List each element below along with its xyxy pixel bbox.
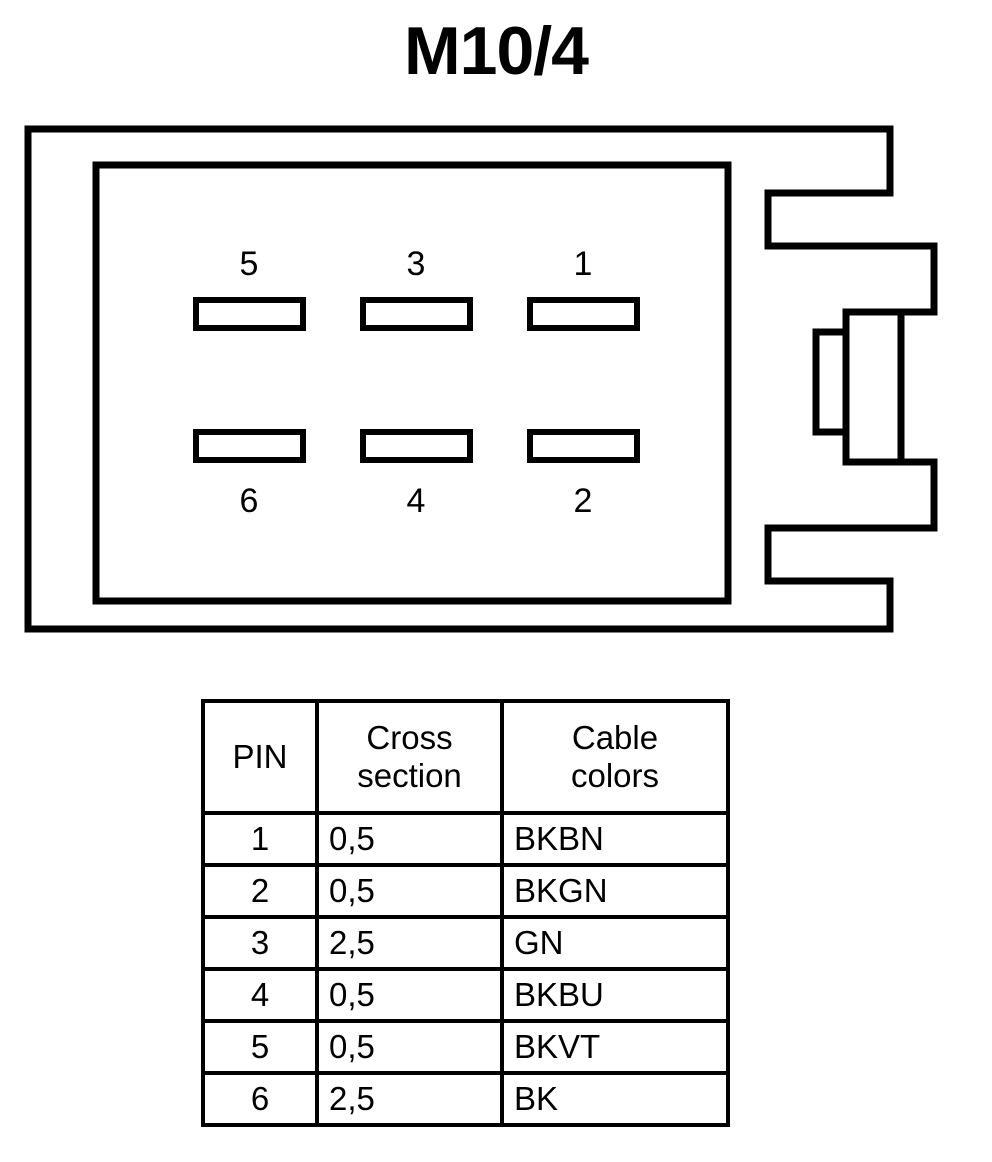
- pin-number-label-3: 3: [406, 245, 426, 283]
- cell-pin: 2: [201, 863, 319, 919]
- cell-cross-section: 0,5: [315, 967, 504, 1023]
- cell-pin: 5: [201, 1019, 319, 1075]
- pin-slot-6[interactable]: [193, 429, 306, 463]
- pin-assignment-table: PIN Cross section Cable colors 1 0,5: [201, 699, 730, 1127]
- column-header-cross-section: Cross section: [315, 699, 504, 815]
- cell-cable-colors: BKBU: [500, 967, 730, 1023]
- connector-latch-outer-step: [842, 308, 901, 466]
- cell-cable-colors: BK: [500, 1071, 730, 1127]
- pin-slot-5[interactable]: [193, 297, 306, 331]
- column-header-pin-text: PIN: [232, 738, 288, 775]
- column-header-cross-section-line1: Cross: [366, 719, 453, 756]
- cell-cross-section: 0,5: [315, 863, 504, 919]
- pin-slot-3[interactable]: [360, 297, 473, 331]
- cell-cable-colors: BKBN: [500, 811, 730, 867]
- pin-number-label-1: 1: [573, 245, 593, 283]
- cell-cross-section: 0,5: [315, 1019, 504, 1075]
- cell-cross-section: 0,5: [315, 811, 504, 867]
- cell-cross-section: 2,5: [315, 915, 504, 971]
- cell-pin: 4: [201, 967, 319, 1023]
- pin-assignment-table-wrapper: PIN Cross section Cable colors 1 0,5: [201, 699, 730, 1127]
- table-row: 2 0,5 BKGN: [201, 863, 730, 919]
- table-row: 3 2,5 GN: [201, 915, 730, 971]
- pin-number-label-5: 5: [239, 245, 259, 283]
- connector-housing-diagram: 5 3 1 6 4 2: [0, 110, 992, 650]
- column-header-cable-colors: Cable colors: [500, 699, 730, 815]
- column-header-cable-colors-line2: colors: [570, 757, 660, 794]
- pin-number-label-4: 4: [406, 482, 426, 520]
- cell-cable-colors: BKGN: [500, 863, 730, 919]
- page-title: M10/4: [404, 13, 589, 89]
- cell-pin: 1: [201, 811, 319, 867]
- connector-latch-inner-step: [812, 328, 846, 436]
- table-row: 6 2,5 BK: [201, 1071, 730, 1127]
- column-header-pin: PIN: [201, 699, 319, 815]
- table-row: 4 0,5 BKBU: [201, 967, 730, 1023]
- column-header-cable-colors-line1: Cable: [571, 719, 659, 756]
- cell-pin: 6: [201, 1071, 319, 1127]
- cell-cross-section: 2,5: [315, 1071, 504, 1127]
- table-row: 1 0,5 BKBN: [201, 811, 730, 867]
- pin-slot-2[interactable]: [527, 429, 640, 463]
- table-row: 5 0,5 BKVT: [201, 1019, 730, 1075]
- cell-pin: 3: [201, 915, 319, 971]
- cell-cable-colors: GN: [500, 915, 730, 971]
- pin-number-label-6: 6: [239, 482, 259, 520]
- pin-number-label-2: 2: [573, 482, 593, 520]
- table-header-row: PIN Cross section Cable colors: [201, 699, 730, 815]
- connector-inner-cavity: [92, 161, 732, 605]
- pin-slot-1[interactable]: [527, 297, 640, 331]
- connector-outer-housing: [24, 125, 938, 633]
- pin-slot-4[interactable]: [360, 429, 473, 463]
- column-header-cross-section-line2: section: [357, 757, 462, 794]
- cell-cable-colors: BKVT: [500, 1019, 730, 1075]
